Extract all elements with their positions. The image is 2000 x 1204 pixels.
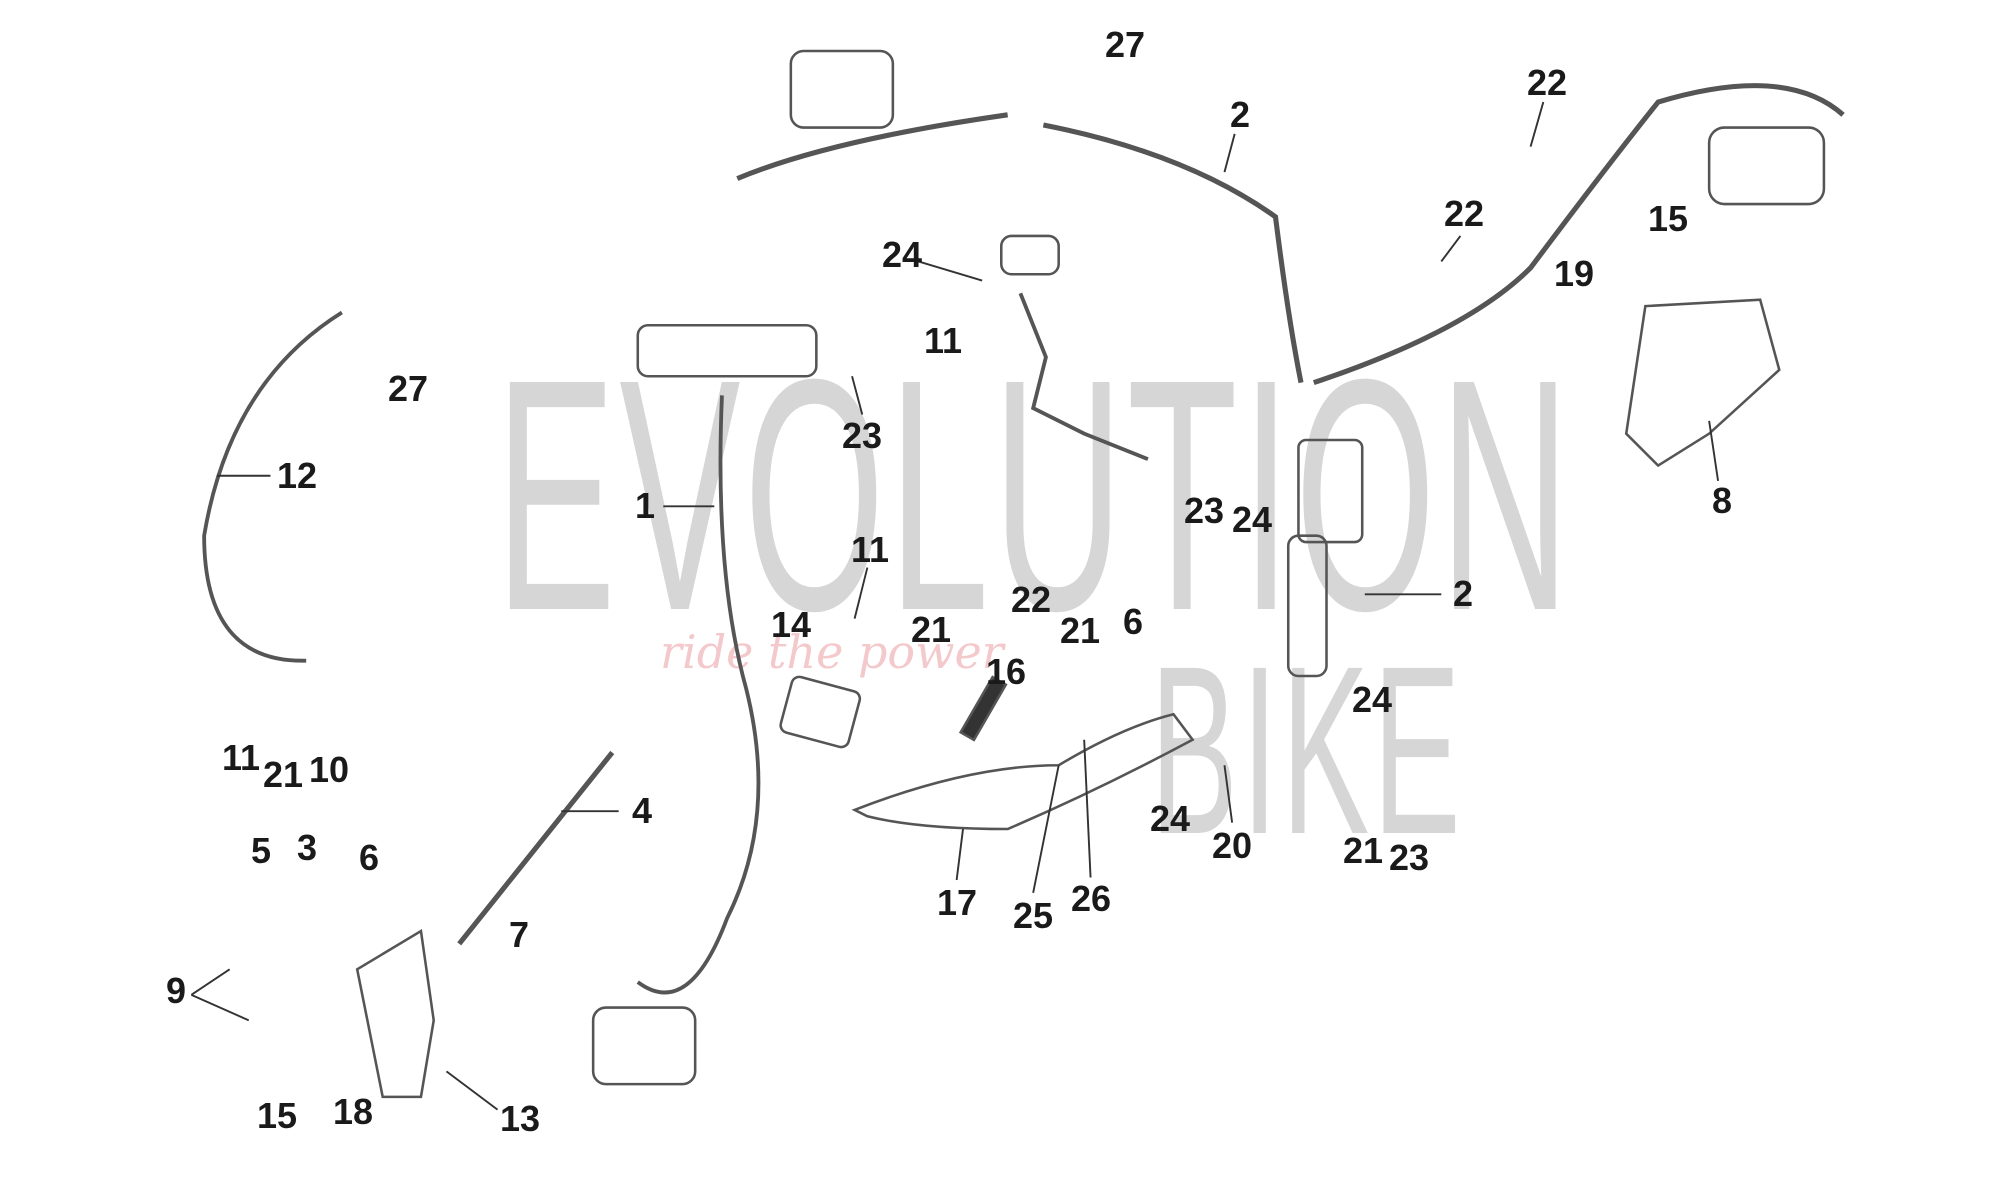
callout-23: 23	[841, 415, 883, 456]
callout-11: 11	[923, 320, 963, 361]
rod-4	[457, 750, 615, 946]
reservoir-rear	[1297, 438, 1364, 544]
callout-21: 21	[1059, 610, 1101, 651]
brake-hose-rear	[1312, 83, 1845, 386]
caliper-front	[789, 49, 895, 129]
callout-19: 19	[1553, 253, 1595, 294]
callout-12: 12	[276, 455, 318, 496]
brake-hose-front	[736, 112, 1009, 181]
callout-2: 2	[1452, 573, 1474, 614]
callout-24: 24	[1231, 499, 1273, 540]
caliper-rear-right	[1707, 126, 1826, 206]
watermark-evolution: EVOLUTION	[495, 310, 1574, 679]
bracket-8	[1624, 298, 1781, 468]
callout-25: 25	[1012, 895, 1054, 936]
switch-14	[779, 675, 862, 749]
callout-6: 6	[1122, 601, 1144, 642]
callout-10: 10	[308, 749, 350, 790]
brake-hose-main	[1042, 122, 1304, 384]
callout-1: 1	[634, 485, 656, 526]
reservoir-top	[1000, 234, 1060, 276]
callout-13: 13	[499, 1098, 541, 1139]
callout-17: 17	[936, 882, 978, 923]
caliper-bottom	[591, 1006, 697, 1086]
callout-23: 23	[1183, 490, 1225, 531]
watermark-tagline: ride the power	[660, 625, 1004, 679]
callout-27: 27	[387, 368, 429, 409]
callout-24: 24	[881, 234, 923, 275]
callout-3: 3	[296, 827, 318, 868]
callout-15: 15	[256, 1095, 298, 1136]
callout-18: 18	[332, 1091, 374, 1132]
callout-24: 24	[1351, 679, 1393, 720]
callout-14: 14	[770, 604, 812, 645]
callout-11: 11	[221, 737, 261, 778]
cable-1	[636, 395, 761, 995]
callout-24: 24	[1149, 798, 1191, 839]
watermark-bike: BIKE	[1150, 616, 1465, 884]
callout-21: 21	[1342, 830, 1384, 871]
callout-15: 15	[1647, 198, 1689, 239]
spring-16	[958, 675, 1008, 742]
callout-27: 27	[1104, 24, 1146, 65]
lever-assembly	[636, 323, 818, 378]
pedal-17	[851, 712, 1195, 831]
callout-7: 7	[508, 914, 530, 955]
callout-6: 6	[358, 837, 380, 878]
callout-23: 23	[1388, 837, 1430, 878]
callout-4: 4	[631, 790, 653, 831]
bracket-13	[355, 928, 436, 1099]
callout-20: 20	[1211, 825, 1253, 866]
callout-8: 8	[1711, 480, 1733, 521]
callout-5: 5	[250, 830, 272, 871]
callout-22: 22	[1526, 62, 1568, 103]
callout-21: 21	[262, 754, 304, 795]
callout-22: 22	[1443, 193, 1485, 234]
master-cylinder	[1286, 534, 1328, 678]
callout-16: 16	[985, 651, 1027, 692]
callout-2: 2	[1229, 94, 1251, 135]
callout-9: 9	[165, 970, 187, 1011]
callout-22: 22	[1010, 579, 1052, 620]
callout-21: 21	[910, 609, 952, 650]
callout-26: 26	[1070, 878, 1112, 919]
leader-lines	[190, 101, 1720, 1111]
callout-11: 11	[850, 529, 890, 570]
reservoir-hose	[1018, 292, 1149, 461]
reservoir-hose-12	[202, 310, 343, 663]
